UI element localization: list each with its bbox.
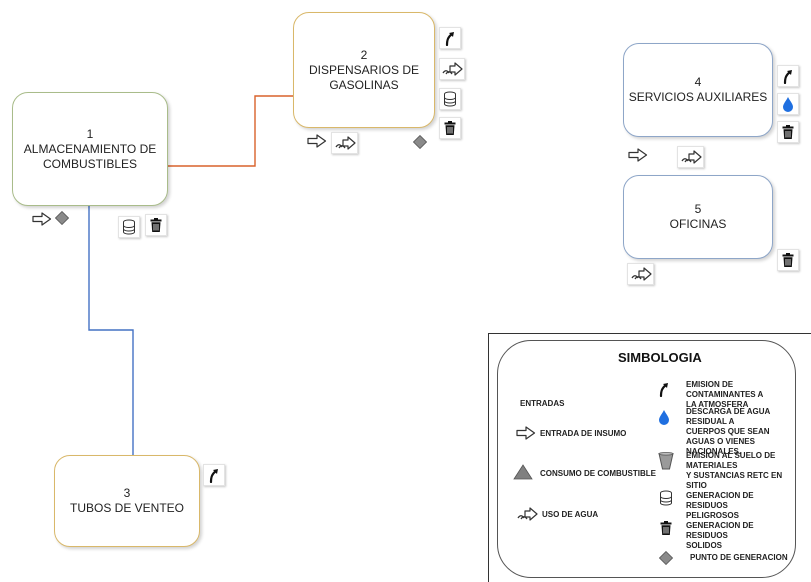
residuos-peligrosos-icon (118, 216, 140, 238)
legend-emision-atmosfera: EMISION DE CONTAMINANTES A LA ATMOSFERA (686, 380, 795, 410)
node-servicios-auxiliares[interactable]: 4 SERVICIOS AUXILIARES (623, 43, 773, 137)
connector-1-3 (88, 206, 134, 455)
node-5-label-line1: OFICINAS (669, 217, 727, 231)
residuos-solidos-icon (660, 521, 672, 535)
node-oficinas[interactable]: 5 OFICINAS (623, 175, 773, 259)
legend-frame (488, 333, 811, 582)
node-2-number: 2 (360, 47, 368, 62)
uso-agua-icon (439, 58, 465, 80)
legend-consumo-combustible: CONSUMO DE COMBUSTIBLE (540, 469, 656, 478)
consumo-combustible-icon (513, 464, 533, 480)
legend-emision-suelo-line1: EMISION AL SUELO DE MATERIALES (686, 451, 776, 470)
node-4-number: 4 (694, 75, 702, 89)
legend-punto-generacion: PUNTO DE GENERACION (690, 553, 788, 562)
node-5-number: 5 (694, 202, 702, 216)
node-4-label-line1: SERVICIOS AUXILIARES (628, 90, 768, 104)
legend-peligrosos-line1: GENERACION DE RESIDUOS (686, 491, 754, 510)
legend-residuos-peligrosos: GENERACION DE RESIDUOS PELIGROSOS (686, 491, 795, 521)
descarga-agua-icon (658, 409, 670, 425)
legend-descarga-line2: CUERPOS QUE SEAN AGUAS O VIENES (686, 427, 770, 446)
punto-generacion-icon (659, 551, 673, 565)
legend-emision-suelo-line2: Y SUSTANCIAS RETC EN SITIO (686, 471, 783, 490)
node-almacenamiento[interactable]: 1 ALMACENAMIENTO DE COMBUSTIBLES (12, 92, 168, 206)
legend-emision-suelo: EMISION AL SUELO DE MATERIALES Y SUSTANC… (686, 451, 795, 491)
legend-descarga-line3: NACIONALES. (686, 447, 742, 456)
legend-entrada-insumo: ENTRADA DE INSUMO (540, 429, 627, 438)
emision-atmosfera-icon (658, 381, 670, 397)
node-dispensarios[interactable]: 2 DISPENSARIOS DE GASOLINAS (293, 12, 435, 128)
node-1-label-line1: ALMACENAMIENTO DE (23, 141, 157, 156)
legend-entradas-label: ENTRADAS (520, 399, 565, 408)
emision-atmosfera-icon (439, 27, 461, 49)
uso-agua-icon (627, 263, 654, 285)
legend-emision-atmosfera-line1: EMISION DE CONTAMINANTES A (686, 380, 764, 399)
node-1-number: 1 (86, 126, 94, 141)
uso-agua-icon (677, 146, 704, 168)
entrada-insumo-icon (516, 426, 536, 440)
connector-1-2 (168, 95, 293, 167)
emision-atmosfera-icon (203, 464, 225, 486)
legend-descarga-line1: DESCARGA DE AGUA RESIDUAL A (686, 407, 771, 426)
punto-generacion-icon (413, 135, 427, 149)
legend-peligrosos-line2: PELIGROSOS (686, 511, 739, 520)
node-tubos-venteo[interactable]: 3 TUBOS DE VENTEO (54, 455, 200, 547)
legend-solidos-line2: SOLIDOS (686, 541, 723, 550)
legend-uso-agua: USO DE AGUA (542, 510, 599, 519)
legend-box: SIMBOLOGIA ENTRADAS ENTRADA DE INSUMO CO… (497, 340, 796, 578)
legend-emision-atmosfera-line2: LA ATMOSFERA (686, 400, 749, 409)
legend-solidos-line1: GENERACION DE RESIDUOS (686, 521, 754, 540)
descarga-agua-icon (777, 93, 799, 115)
punto-generacion-icon (55, 211, 69, 225)
entrada-insumo-icon (307, 134, 327, 148)
residuos-solidos-icon (777, 249, 799, 271)
residuos-solidos-icon (145, 214, 167, 236)
entrada-insumo-icon (32, 212, 52, 226)
node-3-number: 3 (123, 486, 131, 500)
entrada-insumo-icon (628, 148, 648, 162)
node-2-label-line2: GASOLINAS (329, 77, 399, 92)
emision-atmosfera-icon (777, 65, 799, 87)
node-1-label-line2: COMBUSTIBLES (42, 156, 138, 171)
residuos-peligrosos-icon (659, 490, 673, 506)
emision-suelo-icon (658, 452, 674, 470)
node-2-label-line1: DISPENSARIOS DE (308, 62, 420, 77)
residuos-solidos-icon (439, 117, 461, 139)
legend-residuos-solidos: GENERACION DE RESIDUOS SOLIDOS (686, 521, 795, 551)
legend-title: SIMBOLOGIA (618, 350, 702, 365)
residuos-peligrosos-icon (439, 88, 461, 110)
uso-agua-icon (331, 132, 358, 154)
residuos-solidos-icon (777, 121, 799, 143)
legend-descarga-agua: DESCARGA DE AGUA RESIDUAL A CUERPOS QUE … (686, 407, 795, 457)
uso-agua-icon (516, 506, 538, 522)
node-3-label-line1: TUBOS DE VENTEO (69, 501, 185, 515)
